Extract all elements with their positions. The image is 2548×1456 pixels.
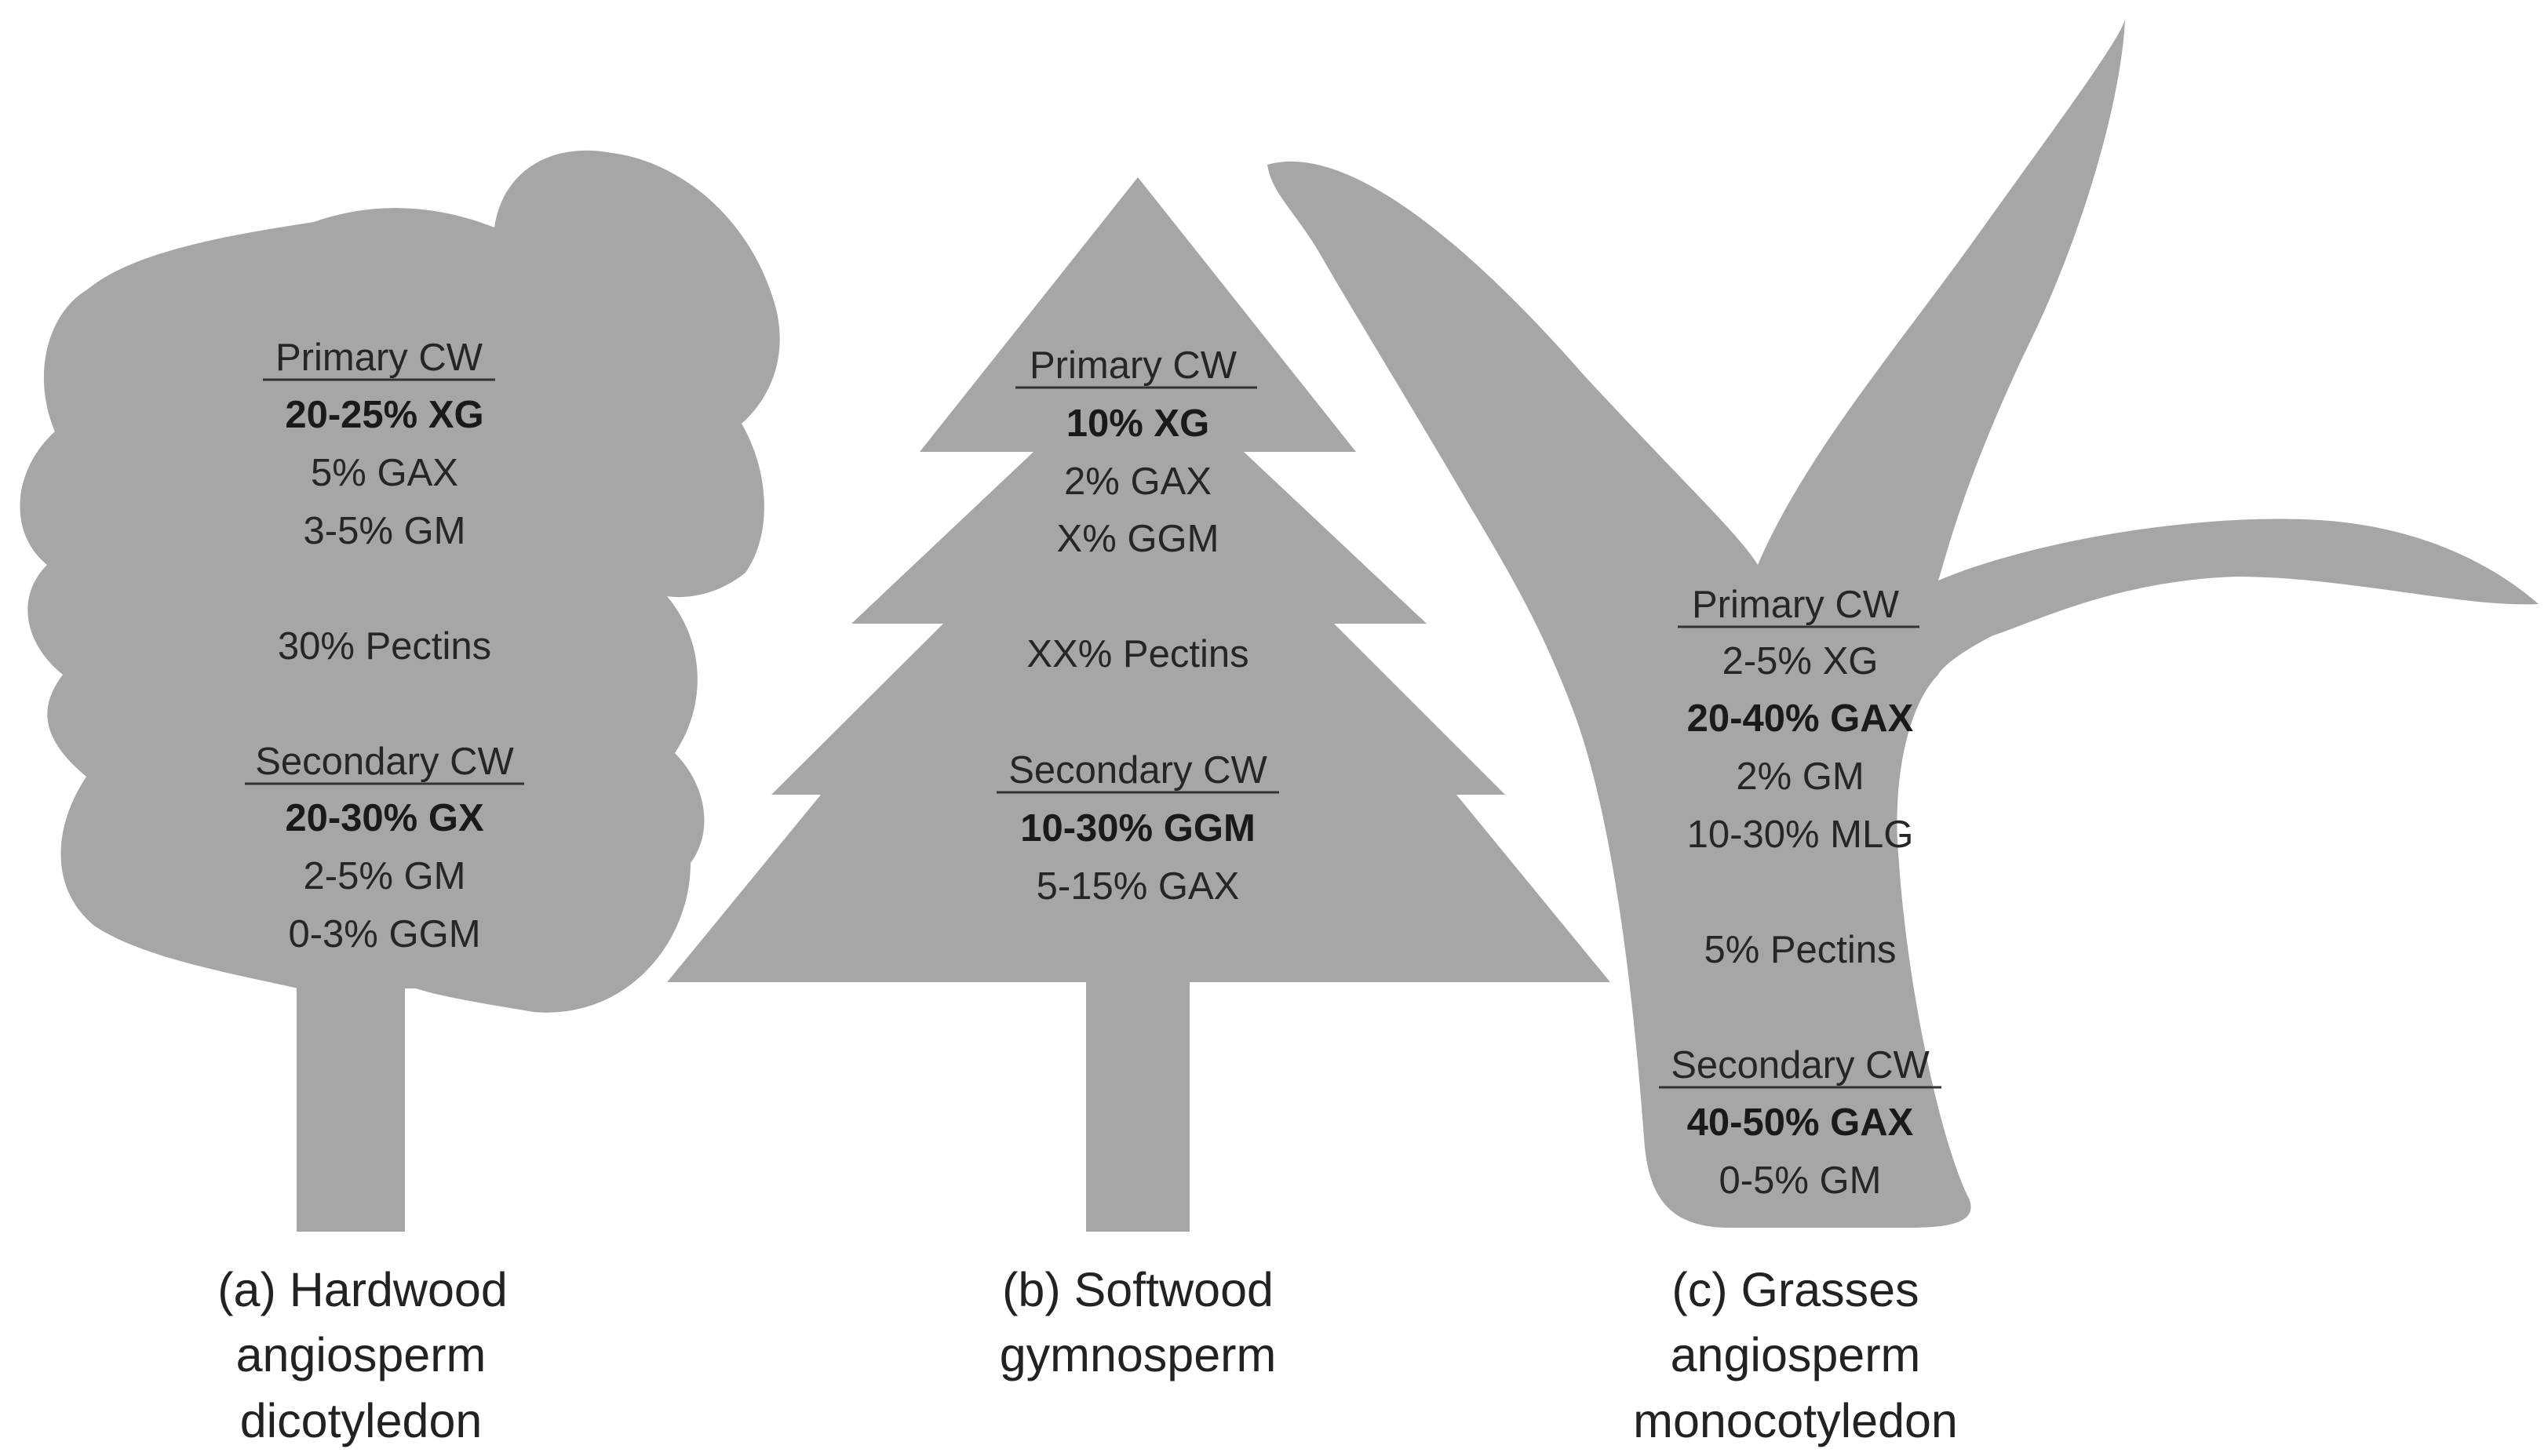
grasses-pectins: 5% Pectins bbox=[1704, 929, 1896, 971]
softwood-text: Primary CW 10% XG 2% GAX X% GGM XX% Pect… bbox=[997, 344, 1279, 908]
hardwood-caption-line: angiosperm bbox=[236, 1328, 487, 1381]
grasses-primary-item: 2% GM bbox=[1736, 755, 1864, 798]
hardwood-text: Primary CW 20-25% XG 5% GAX 3-5% GM 30% … bbox=[245, 337, 524, 956]
softwood-trunk bbox=[1086, 973, 1190, 1232]
hardwood-caption-line: dicotyledon bbox=[240, 1394, 483, 1447]
hardwood-secondary-heading: Secondary CW bbox=[255, 741, 514, 783]
grasses-plant: Primary CW 2-5% XG 20-40% GAX 2% GM 10-3… bbox=[1267, 17, 2539, 1228]
grasses-secondary-item: 0-5% GM bbox=[1719, 1159, 1882, 1202]
softwood-primary-item: X% GGM bbox=[1057, 518, 1219, 560]
softwood-tree: Primary CW 10% XG 2% GAX X% GGM XX% Pect… bbox=[667, 177, 1610, 1232]
hardwood-primary-item: 20-25% XG bbox=[285, 394, 483, 436]
grasses-caption-line: angiosperm bbox=[1671, 1328, 1921, 1381]
captions: (a) Hardwood angiosperm dicotyledon (b) … bbox=[217, 1263, 1958, 1447]
softwood-secondary-item: 5-15% GAX bbox=[1037, 865, 1240, 908]
softwood-secondary-heading: Secondary CW bbox=[1008, 749, 1267, 792]
hardwood-caption-line: (a) Hardwood bbox=[217, 1263, 508, 1316]
grasses-primary-item: 20-40% GAX bbox=[1687, 697, 1914, 740]
softwood-canopy bbox=[667, 177, 1610, 982]
grasses-text: Primary CW 2-5% XG 20-40% GAX 2% GM 10-3… bbox=[1659, 584, 1941, 1202]
grasses-secondary-heading: Secondary CW bbox=[1671, 1044, 1930, 1087]
hardwood-secondary-item: 20-30% GX bbox=[285, 797, 484, 839]
hardwood-secondary-item: 0-3% GGM bbox=[288, 913, 480, 956]
softwood-primary-heading: Primary CW bbox=[1030, 344, 1238, 387]
grasses-primary-heading: Primary CW bbox=[1692, 584, 1900, 626]
grasses-caption-line: monocotyledon bbox=[1633, 1394, 1958, 1447]
grasses-primary-item: 10-30% MLG bbox=[1687, 814, 1914, 856]
softwood-caption-line: (b) Softwood bbox=[1002, 1263, 1274, 1316]
hardwood-canopy bbox=[20, 150, 780, 1013]
softwood-primary-item: 10% XG bbox=[1066, 402, 1209, 445]
hardwood-secondary-item: 2-5% GM bbox=[304, 855, 466, 897]
softwood-primary-item: 2% GAX bbox=[1064, 460, 1212, 503]
hardwood-trunk bbox=[297, 965, 405, 1232]
softwood-pectins: XX% Pectins bbox=[1026, 633, 1248, 675]
grasses-primary-item: 2-5% XG bbox=[1722, 640, 1879, 682]
softwood-caption-line: gymnosperm bbox=[1000, 1328, 1277, 1381]
grasses-caption-line: (c) Grasses bbox=[1671, 1263, 1919, 1316]
hardwood-primary-item: 3-5% GM bbox=[304, 510, 466, 552]
hardwood-pectins: 30% Pectins bbox=[278, 625, 491, 668]
hardwood-tree: Primary CW 20-25% XG 5% GAX 3-5% GM 30% … bbox=[20, 150, 780, 1232]
hardwood-primary-item: 5% GAX bbox=[311, 452, 458, 494]
grasses-secondary-item: 40-50% GAX bbox=[1687, 1101, 1914, 1144]
softwood-secondary-item: 10-30% GGM bbox=[1020, 807, 1256, 850]
grasses-shape bbox=[1267, 17, 2539, 1228]
hardwood-primary-heading: Primary CW bbox=[275, 337, 483, 379]
